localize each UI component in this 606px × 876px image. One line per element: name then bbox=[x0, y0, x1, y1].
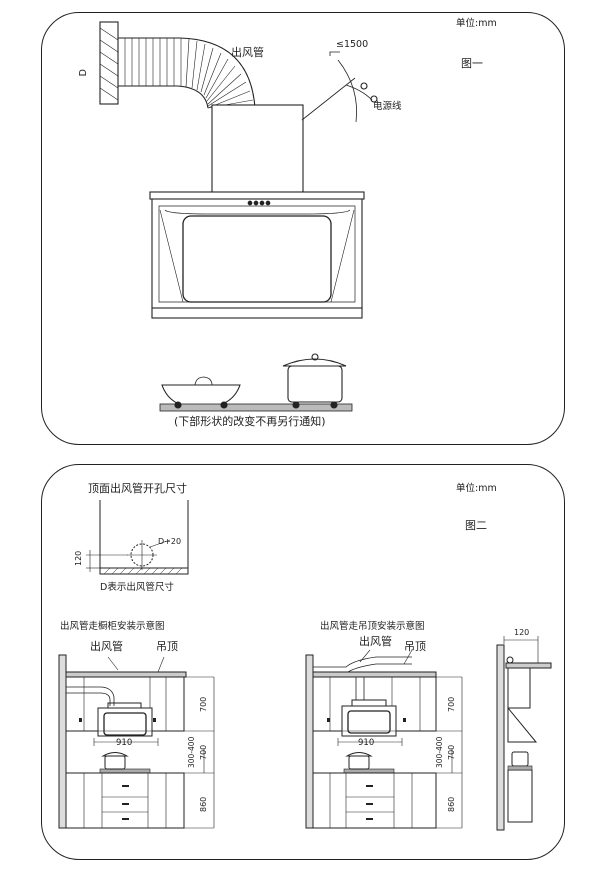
flexible-duct bbox=[118, 37, 256, 109]
middle-width-label: 910 bbox=[358, 738, 375, 748]
chimney bbox=[211, 104, 304, 194]
unit-label-2: 单位:mm bbox=[456, 483, 497, 494]
stove-top bbox=[159, 403, 353, 412]
side-dim-label: 120 bbox=[514, 628, 530, 637]
left-duct-label: 出风管 bbox=[90, 640, 123, 653]
left-scene-title: 出风管走橱柜安装示意图 bbox=[60, 621, 165, 632]
left-ceiling-label: 吊顶 bbox=[156, 640, 178, 653]
middle-ceiling-label: 吊顶 bbox=[404, 640, 426, 653]
middle-dim-3: 300-400 bbox=[435, 736, 444, 768]
left-dim-4: 860 bbox=[199, 796, 208, 812]
left-dim-1: 700 bbox=[199, 696, 208, 712]
hole-title: 顶面出风管开孔尺寸 bbox=[88, 482, 187, 495]
figure-1-label: 图一 bbox=[461, 57, 483, 70]
left-dim-3: 300-400 bbox=[187, 736, 196, 768]
left-width-label: 910 bbox=[116, 738, 133, 748]
middle-dim-1: 700 bbox=[447, 696, 456, 712]
figure-1-caption: (下部形状的改变不再另行通知) bbox=[174, 415, 326, 428]
middle-scene-title: 出风管走吊顶安装示意图 bbox=[320, 621, 425, 632]
cabinet-scene-left bbox=[58, 654, 215, 829]
middle-dim-2: 700 bbox=[447, 744, 456, 760]
left-dim-2: 700 bbox=[199, 744, 208, 760]
power-plug-icon bbox=[360, 82, 368, 90]
cabinet-scene-middle bbox=[305, 649, 463, 829]
hole-note: D表示出风管尺寸 bbox=[100, 582, 174, 593]
unit-label-1: 单位:mm bbox=[456, 18, 497, 29]
hole-detail bbox=[86, 500, 189, 575]
hole-offset-label: 120 bbox=[74, 550, 83, 566]
middle-duct-label: 出风管 bbox=[359, 635, 392, 648]
power-socket-icon bbox=[370, 95, 378, 103]
side-view-right bbox=[496, 636, 552, 831]
power-cord-label: 电源线 bbox=[373, 101, 402, 112]
middle-dim-4: 860 bbox=[447, 796, 456, 812]
wall-flange bbox=[99, 21, 119, 105]
angle-limit-label: ≤1500 bbox=[336, 39, 369, 50]
duct-label-1: 出风管 bbox=[231, 46, 264, 59]
hole-diameter-label: D+20 bbox=[158, 537, 182, 546]
figure-2-label: 图二 bbox=[465, 519, 487, 532]
